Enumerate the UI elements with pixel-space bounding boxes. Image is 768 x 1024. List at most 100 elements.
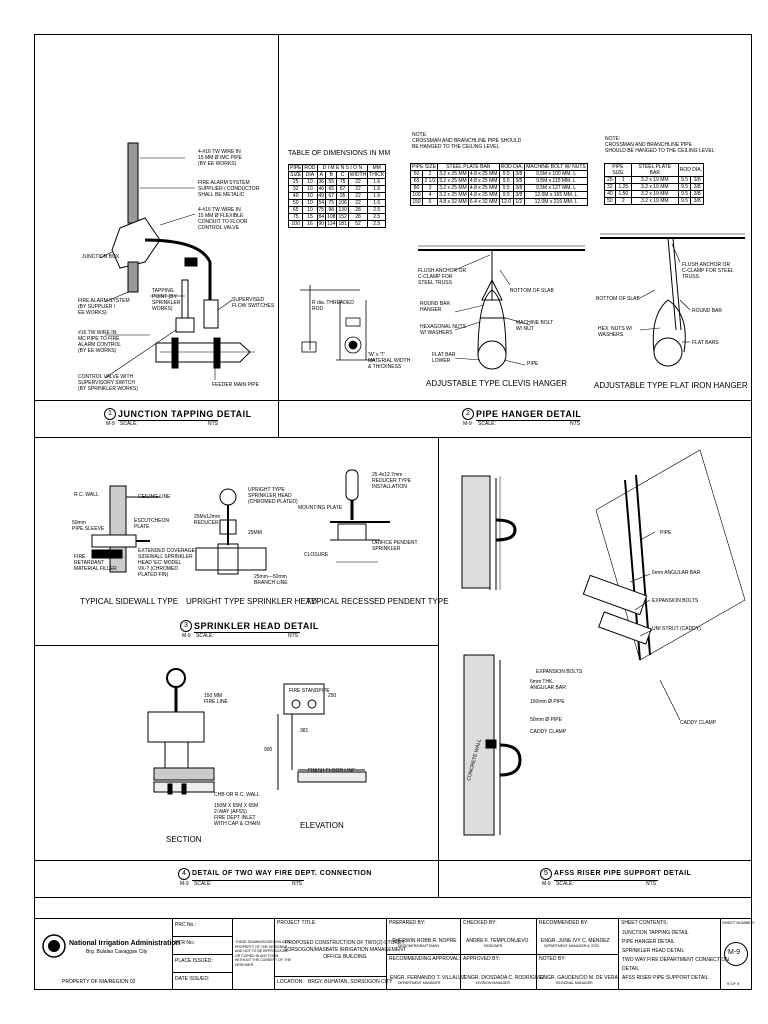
prepared-role: DESIGNER/DRAFTSMAN: [398, 944, 440, 948]
clevis-cell: 150: [409, 198, 424, 206]
clevis-label: MACHINE BOLT W/ NUT: [516, 320, 554, 332]
disclaimer: THESE DRAWINGS/DESIGN AS A PROPERTY OF T…: [235, 940, 291, 967]
clevis-label: FLAT BAR LOWER: [432, 352, 456, 364]
scale-label: SCALE:: [120, 421, 138, 427]
clevis-note: NOTE: CROSSMAN AND BRANCHLINE PIPE SHOUL…: [412, 132, 522, 150]
sig3-role: REGIONAL MANAGER: [556, 981, 593, 985]
clevis-label: PIPE: [527, 361, 539, 367]
tb-line: [172, 972, 232, 973]
agency-name: National Irrigation Administration: [69, 940, 180, 947]
scale-label: SCALE:: [194, 881, 212, 887]
fdc-label: CHB OR R.C. WALL: [214, 792, 260, 798]
riser-label: PIPE: [660, 530, 672, 536]
clevis-cell: 12.0M x 216 MM. L: [523, 198, 589, 206]
tb-line: [386, 954, 618, 955]
riser-label: EXPANSION BOLTS: [536, 669, 583, 675]
sidewall-caption: TYPICAL SIDEWALL TYPE: [80, 597, 179, 606]
riser-label: UNI STRUT (CADDY): [652, 626, 701, 632]
riser-label: CADDY CLAMP: [680, 720, 717, 726]
frame-line: [34, 400, 752, 401]
frame-line: [34, 437, 752, 438]
junction-label: FIRE ALARM SYSTEM (BY SUPPLIER / EE WORK…: [78, 298, 130, 316]
riser-label: 50mm Ø PIPE: [530, 717, 562, 723]
fdc-section-caption: SECTION: [166, 835, 202, 844]
frame-line: [278, 34, 279, 437]
upright-label: 25Mx12mm REDUCER: [194, 514, 221, 526]
checked-label: CHECKED BY:: [463, 920, 497, 926]
fdc-dim: 900: [264, 747, 273, 753]
frame-line: [438, 437, 439, 897]
detail-number: 5: [540, 868, 552, 880]
junction-label: JUNCTION BOX: [82, 254, 120, 260]
sidewall-label: R.C. WALL: [74, 492, 99, 498]
checked-name: ANDRE F. TEMPLONUEVO: [466, 938, 529, 944]
junction-label: TAPPING POINT (BY SPRINKLER WORKS): [152, 288, 181, 312]
riser-label: CADDY CLAMP: [530, 729, 567, 735]
scale-value: NTS: [570, 421, 580, 427]
caption-underline: [476, 420, 580, 421]
frame-line: [34, 860, 752, 861]
dim-cell: 52: [347, 220, 369, 228]
detail-title: DETAIL OF TWO WAY FIRE DEPT. CONNECTION: [192, 870, 372, 877]
fdc-label: 150M X 65M X 65M 2-WAY (AFSS) FIRE DEPT …: [214, 803, 261, 827]
project-title: PROPOSED CONSTRUCTION OF TWO(2)-STOREY S…: [284, 940, 406, 960]
junction-label: #16 TW WIRE IN MC PIPE TO FIRE ALARM CON…: [78, 330, 122, 354]
riser-label: EXPANSION BOLTS: [652, 598, 699, 604]
scale-label: SCALE:: [556, 881, 574, 887]
detail-title: SPRINKLER HEAD DETAIL: [194, 621, 319, 631]
scale-label: SCALE:: [196, 633, 214, 639]
recessed-label: 25.4x12.7mm REDUCER TYPE INSTALLATION: [372, 472, 412, 490]
sig1-name: ENGR. FERNANDO T. VILLALUZ: [390, 975, 465, 981]
sheet-contents: JUNCTION TAPPING DETAIL PIPE HANGER DETA…: [622, 930, 729, 981]
upright-label: UPRIGHT TYPE SPRINKLER HEAD (CHROMED PLA…: [248, 487, 298, 505]
agency-address: Brg. Bulalao Cavaggan City: [86, 949, 148, 955]
junction-label: 4-#16 TW WIRE IN 15 MM Ø IMC PIPE (BY EE…: [198, 149, 242, 167]
sig3-name: ENGR. GAUDENCIO M. DE VERA: [540, 975, 618, 981]
sheet-number-badge: [724, 942, 748, 966]
detail-ref: M-9: [180, 881, 189, 887]
sig2-name: ENGR. DIOSDADA C. RODRIGUEZ: [464, 975, 545, 981]
fdc-elevation-caption: ELEVATION: [300, 821, 344, 830]
junction-label: SUPERVISED FLOW SWITCHES: [232, 297, 275, 309]
drawing-sheet: [34, 34, 752, 990]
flatiron-label: FLUSH ANCHOR OR C-CLAMP FOR STEEL TRUSS: [682, 262, 734, 280]
frame-line: [34, 645, 438, 646]
flatiron-label: FLAT BARS: [692, 340, 719, 346]
project-label: PROJECT TITLE:: [277, 920, 317, 926]
flatiron-cell: 3/8: [690, 197, 704, 205]
recommended-label: RECOMMENDED BY:: [539, 920, 589, 926]
caption-underline: [118, 420, 218, 421]
clevis-label: BOTTOM OF SLAB: [510, 288, 554, 294]
recessed-label: ORIFICE PENDENT SPRINKLER: [372, 540, 418, 552]
office-note: PROPERTY OF NIA/REGION 02: [62, 979, 136, 985]
caption-underline: [192, 880, 304, 881]
sheet-number-label: SHEET NUMBER:: [722, 920, 755, 925]
fdc-label: FINISH FLOOR LINE: [308, 768, 356, 774]
scale-value: NTS: [288, 633, 298, 639]
prepared-label: PREPARED BY:: [389, 920, 426, 926]
recommended-name: ENGR. JUNE IVY C. MENDEZ: [541, 938, 610, 944]
tb-line: [172, 954, 232, 955]
dim-cell: 100: [287, 220, 304, 228]
place-field: PLACE ISSUED:: [175, 958, 213, 964]
sheet-number: M-9: [728, 949, 741, 956]
sig1-role: DEPARTMENT MANAGER: [398, 981, 441, 985]
flatiron-label: HEX. NUTS W/ WASHERS: [598, 326, 633, 338]
tb-line: [232, 918, 233, 990]
fdc-dim: 381: [300, 728, 309, 734]
junction-label: FIRE ALARM SYSTEM SUPPLIER / CONDUCTOR S…: [198, 180, 260, 198]
detail-number: 2: [462, 408, 474, 420]
tb-line: [172, 936, 232, 937]
frame-line: [34, 918, 752, 919]
scale-label: SCALE:: [478, 421, 496, 427]
